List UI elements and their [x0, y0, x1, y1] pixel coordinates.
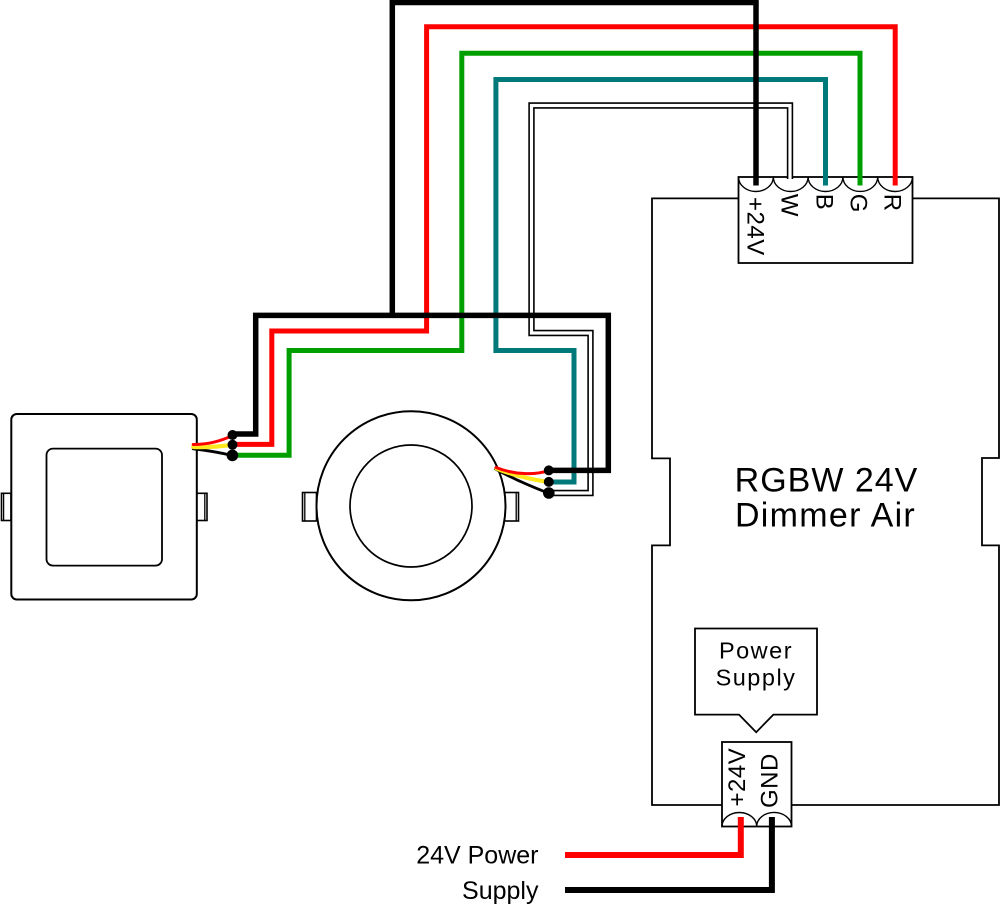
svg-text:RGBW 24V: RGBW 24V	[735, 462, 919, 500]
svg-text:W: W	[776, 194, 803, 217]
svg-text:Supply: Supply	[716, 665, 797, 691]
svg-text:+24V: +24V	[724, 748, 751, 807]
svg-text:+24V: +24V	[741, 197, 768, 256]
svg-text:24V Power: 24V Power	[416, 842, 538, 870]
svg-text:R: R	[879, 194, 906, 212]
svg-text:GND: GND	[757, 753, 784, 808]
svg-text:B: B	[810, 194, 837, 211]
svg-text:Dimmer Air: Dimmer Air	[735, 497, 916, 535]
svg-text:G: G	[845, 194, 872, 213]
svg-text:Power: Power	[719, 638, 793, 664]
svg-text:Supply: Supply	[462, 877, 539, 905]
